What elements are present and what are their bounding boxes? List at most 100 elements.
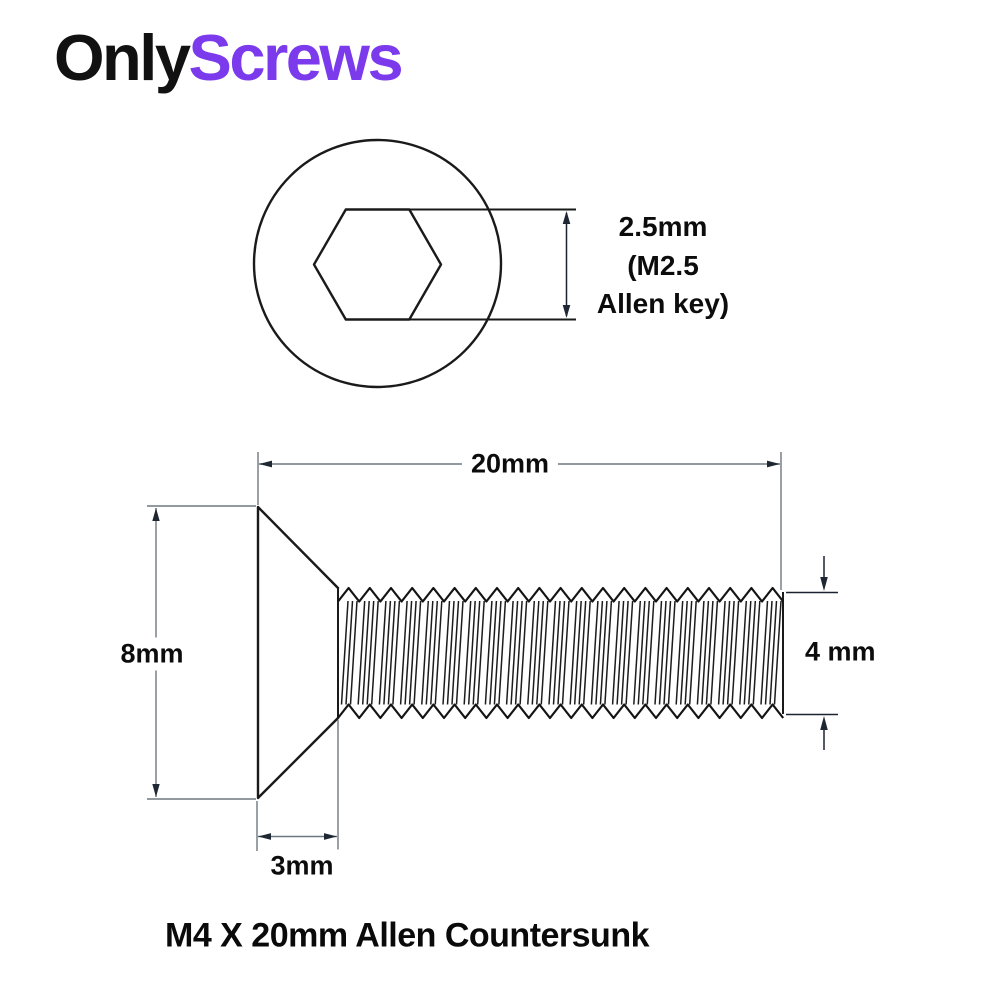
length-label: 20mm: [461, 447, 559, 481]
thread-flank-line: [604, 600, 613, 705]
countersunk-head: [256, 505, 340, 800]
thread-flank-line: [340, 600, 349, 705]
brand-logo-part2: Screws: [188, 21, 403, 94]
thread-flank-line: [675, 600, 684, 705]
head-height-arrow-right: [324, 833, 337, 840]
thread-flank-line: [455, 600, 464, 705]
thread-flank-line: [748, 600, 757, 705]
thread-flank-line: [599, 600, 608, 705]
thread-flank-line: [404, 600, 413, 705]
thread-flank-line: [646, 600, 655, 705]
thread-flank-line: [773, 600, 782, 705]
screw-side-view: [256, 505, 785, 800]
thread-flank-line: [557, 600, 566, 705]
thread-flank-line: [387, 600, 396, 705]
thread-flank-line: [548, 600, 557, 705]
thread-flank-line: [764, 600, 773, 705]
thread-flank-line: [663, 600, 672, 705]
thread-dia-arrow-down: [820, 577, 828, 591]
thread-flank-line: [667, 600, 676, 705]
thread-flank-line: [361, 600, 370, 705]
head-dia-arrow-up: [152, 508, 160, 521]
thread-flank-line: [472, 600, 481, 705]
thread-flank-line: [421, 600, 430, 705]
thread-flank-line: [710, 600, 719, 705]
thread-flank-line: [378, 600, 387, 705]
socket-dimension-label-line1: 2.5mm: [618, 211, 708, 243]
thread-flank-line: [590, 600, 599, 705]
hex-socket: [312, 208, 443, 321]
thread-flank-line: [446, 600, 455, 705]
thread-flank-line: [722, 600, 731, 705]
thread-flank-line: [536, 600, 545, 705]
thread-flank-line: [413, 600, 422, 705]
thread-pattern: [337, 586, 785, 720]
thread-flank-line: [658, 600, 667, 705]
thread-flank-line: [345, 600, 354, 705]
thread-flank-line: [408, 600, 417, 705]
thread-flank-line: [739, 600, 748, 705]
thread-flank-line: [505, 600, 514, 705]
brand-logo: OnlyScrews: [54, 25, 404, 90]
thread-flank-line: [752, 600, 761, 705]
thread-diameter-label: 4 mm: [801, 635, 880, 669]
brand-logo-part1: Only: [54, 21, 191, 94]
thread-flank-line: [531, 600, 540, 705]
thread-flank-line: [510, 600, 519, 705]
head-height-label: 3mm: [261, 849, 343, 883]
head-dia-arrow-down: [152, 784, 160, 797]
thread-flank-line: [573, 600, 582, 705]
socket-dim-arrow-up: [562, 211, 571, 224]
thread-flank-line: [357, 600, 366, 705]
thread-crest-top: [337, 586, 785, 603]
thread-flank-line: [527, 600, 536, 705]
thread-flank-line: [696, 600, 705, 705]
thread-flank-line: [769, 600, 778, 705]
thread-flank-line: [620, 600, 629, 705]
thread-flank-line: [519, 600, 528, 705]
thread-flank-line: [578, 600, 587, 705]
thread-flank-line: [705, 600, 714, 705]
thread-flank-line: [688, 600, 697, 705]
thread-flank-line: [637, 600, 646, 705]
thread-flank-line: [425, 600, 434, 705]
thread-flank-line: [611, 600, 620, 705]
thread-flank-line: [467, 600, 476, 705]
thread-flank-line: [392, 600, 401, 705]
thread-flank-line: [642, 600, 651, 705]
thread-crest-bottom: [337, 703, 785, 720]
thread-flank-line: [625, 600, 634, 705]
head-height-dimension: [256, 720, 339, 851]
thread-flank-line: [484, 600, 493, 705]
thread-diameter-dimension: [786, 556, 838, 750]
socket-dimension-label: 2.5mm (M2.5 Allen key): [592, 208, 734, 324]
thread-flank-line: [493, 600, 502, 705]
socket-dim-arrow-down: [562, 305, 571, 318]
thread-flank-line: [684, 600, 693, 705]
thread-flank-line: [349, 600, 358, 705]
thread-flank-line: [540, 600, 549, 705]
thread-flank-line: [434, 600, 443, 705]
thread-flank-line: [476, 600, 485, 705]
thread-flank-line: [442, 600, 451, 705]
thread-flank-line: [569, 600, 578, 705]
thread-flank-line: [582, 600, 591, 705]
thread-flank-line: [633, 600, 642, 705]
thread-flank-line: [679, 600, 688, 705]
thread-flank-line: [430, 600, 439, 705]
product-caption: M4 X 20mm Allen Countersunk: [164, 916, 650, 955]
socket-dimension-label-line3: Allen key): [596, 288, 730, 320]
thread-flank-line: [726, 600, 735, 705]
thread-flank-line: [561, 600, 570, 705]
thread-flank-line: [451, 600, 460, 705]
thread-flank-line: [743, 600, 752, 705]
length-arrow-right: [767, 460, 780, 468]
thread-flank-line: [498, 600, 507, 705]
thread-flank-line: [552, 600, 561, 705]
thread-flank-line: [514, 600, 523, 705]
thread-flank-line: [595, 600, 604, 705]
thread-flank-line: [383, 600, 392, 705]
thread-flank-line: [717, 600, 726, 705]
